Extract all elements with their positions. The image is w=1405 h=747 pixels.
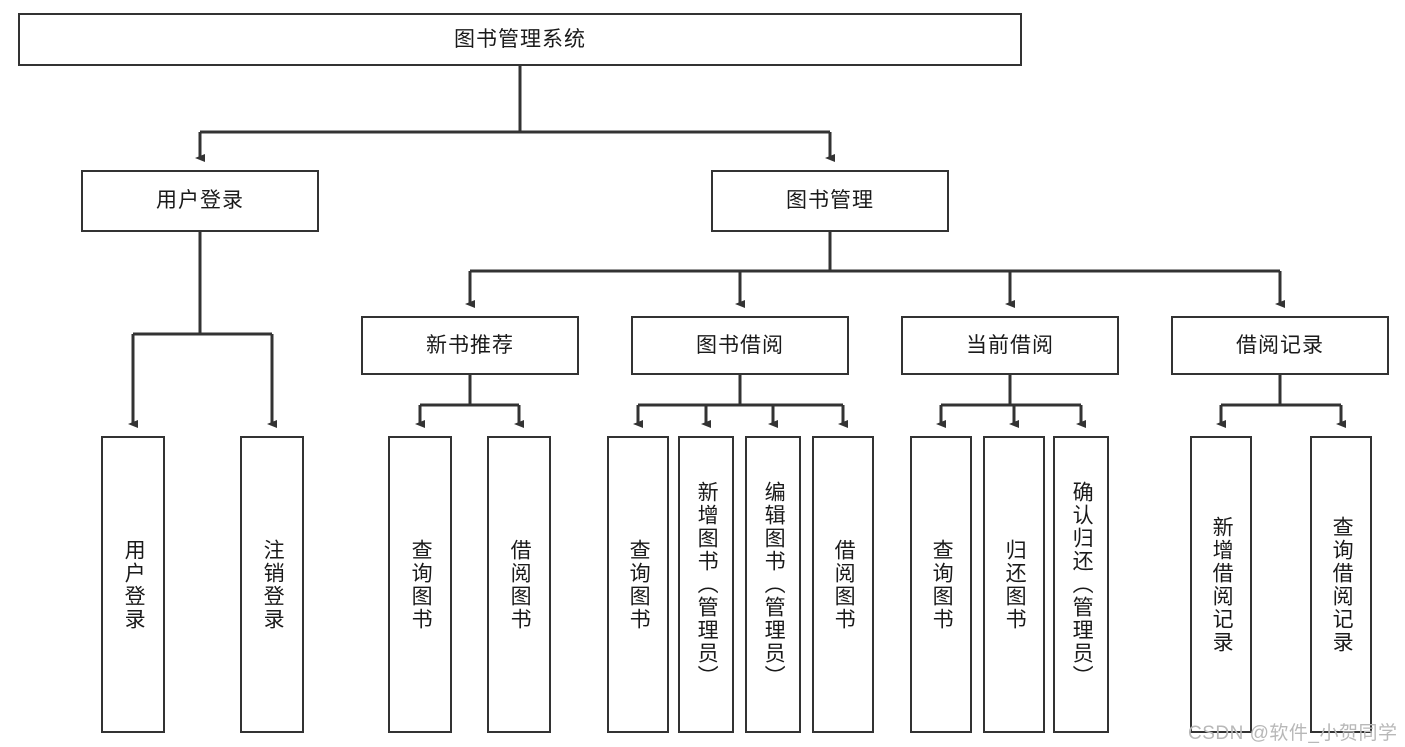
node-leaf-return-book-label: 归还图书 bbox=[1003, 538, 1027, 631]
node-user-login-label: 用户登录 bbox=[156, 189, 244, 213]
node-leaf-query-book-current-label: 查询图书 bbox=[930, 538, 954, 631]
node-leaf-add-borrow-record[interactable]: 新增借阅记录 bbox=[1190, 436, 1252, 733]
node-leaf-query-book-borrow[interactable]: 查询图书 bbox=[607, 436, 669, 733]
node-root-label: 图书管理系统 bbox=[454, 27, 586, 51]
node-book-manage[interactable]: 图书管理 bbox=[711, 170, 949, 232]
node-leaf-add-book-admin-label: 新增图书（管理员） bbox=[695, 481, 719, 688]
node-leaf-confirm-return-admin-label: 确认归还（管理员） bbox=[1070, 481, 1094, 688]
node-leaf-query-book-recommend-label: 查询图书 bbox=[409, 538, 433, 631]
node-leaf-borrow-book-label: 借阅图书 bbox=[832, 538, 856, 631]
node-book-manage-label: 图书管理 bbox=[786, 189, 874, 213]
node-book-borrow-label: 图书借阅 bbox=[696, 333, 784, 357]
node-leaf-query-borrow-record-label: 查询借阅记录 bbox=[1330, 515, 1354, 654]
node-leaf-add-book-admin[interactable]: 新增图书（管理员） bbox=[678, 436, 734, 733]
node-book-borrow[interactable]: 图书借阅 bbox=[631, 316, 849, 375]
node-leaf-return-book[interactable]: 归还图书 bbox=[983, 436, 1045, 733]
node-leaf-user-login-label: 用户登录 bbox=[122, 538, 146, 631]
node-leaf-borrow-book[interactable]: 借阅图书 bbox=[812, 436, 874, 733]
node-leaf-confirm-return-admin[interactable]: 确认归还（管理员） bbox=[1053, 436, 1109, 733]
node-leaf-user-logout-label: 注销登录 bbox=[261, 538, 285, 631]
node-current-borrow-label: 当前借阅 bbox=[966, 333, 1054, 357]
node-current-borrow[interactable]: 当前借阅 bbox=[901, 316, 1119, 375]
csdn-watermark: CSDN @软件_小贺同学 bbox=[1188, 723, 1398, 744]
node-leaf-edit-book-admin[interactable]: 编辑图书（管理员） bbox=[745, 436, 801, 733]
node-leaf-query-book-recommend[interactable]: 查询图书 bbox=[388, 436, 452, 733]
node-leaf-edit-book-admin-label: 编辑图书（管理员） bbox=[762, 481, 786, 688]
node-leaf-query-book-borrow-label: 查询图书 bbox=[627, 538, 651, 631]
node-new-book-recommend-label: 新书推荐 bbox=[426, 333, 514, 357]
node-leaf-borrow-book-recommend[interactable]: 借阅图书 bbox=[487, 436, 551, 733]
node-leaf-add-borrow-record-label: 新增借阅记录 bbox=[1210, 515, 1234, 654]
node-new-book-recommend[interactable]: 新书推荐 bbox=[361, 316, 579, 375]
node-leaf-user-login[interactable]: 用户登录 bbox=[101, 436, 165, 733]
node-user-login[interactable]: 用户登录 bbox=[81, 170, 319, 232]
node-leaf-query-borrow-record[interactable]: 查询借阅记录 bbox=[1310, 436, 1372, 733]
node-borrow-record-label: 借阅记录 bbox=[1236, 333, 1324, 357]
node-root[interactable]: 图书管理系统 bbox=[18, 13, 1022, 66]
node-leaf-user-logout[interactable]: 注销登录 bbox=[240, 436, 304, 733]
node-leaf-borrow-book-recommend-label: 借阅图书 bbox=[508, 538, 532, 631]
node-leaf-query-book-current[interactable]: 查询图书 bbox=[910, 436, 972, 733]
node-borrow-record[interactable]: 借阅记录 bbox=[1171, 316, 1389, 375]
